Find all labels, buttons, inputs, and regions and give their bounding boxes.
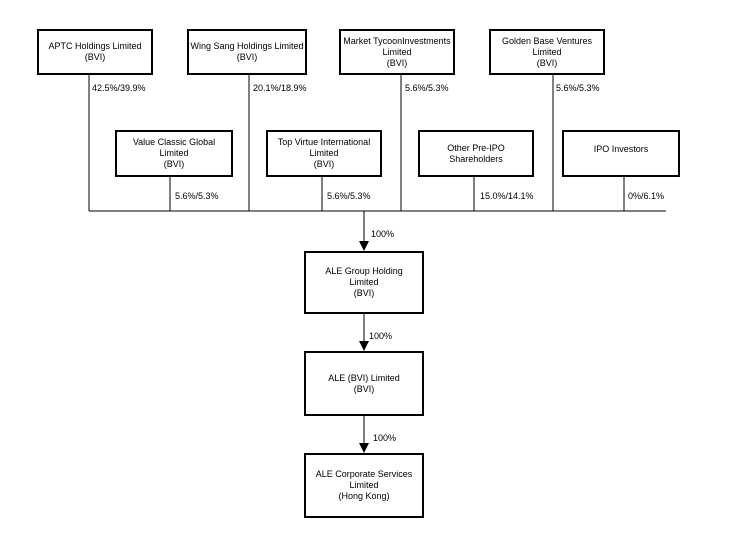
shareholder-box-wing-sang: Wing Sang Holdings Limited (BVI) <box>187 29 307 75</box>
stake-label: 100% <box>373 433 397 443</box>
stake-label: 5.6%/5.3% <box>556 83 600 93</box>
shareholder-name: Value Classic Global Limited (BVI) <box>132 137 216 169</box>
stake-label: 42.5%/39.9% <box>92 83 146 93</box>
stake-label: 100% <box>369 331 393 341</box>
company-name: ALE Group Holding Limited (BVI) <box>325 266 403 298</box>
stake-label: 100% <box>371 229 395 239</box>
company-box-ale-corporate-services: ALE Corporate Services Limited (Hong Kon… <box>304 453 424 518</box>
shareholder-box-aptc: APTC Holdings Limited (BVI) <box>37 29 153 75</box>
stake-label: 5.6%/5.3% <box>327 191 371 201</box>
stake-label: 20.1%/18.9% <box>253 83 307 93</box>
shareholder-name: Golden Base Ventures Limited (BVI) <box>501 35 593 68</box>
company-name: ALE Corporate Services Limited (Hong Kon… <box>315 469 413 501</box>
shareholder-name: Wing Sang Holdings Limited (BVI) <box>190 41 304 62</box>
company-box-ale-group-holding: ALE Group Holding Limited (BVI) <box>304 251 424 314</box>
shareholder-name: Other Pre-IPO Shareholders <box>447 142 505 164</box>
shareholder-box-market-tycoon: Market TycoonInvestments Limited (BVI) <box>339 29 455 75</box>
stake-label: 5.6%/5.3% <box>175 191 219 201</box>
stake-label: 0%/6.1% <box>628 191 665 201</box>
shareholder-box-value-classic: Value Classic Global Limited (BVI) <box>115 130 233 177</box>
shareholder-box-other-pre-ipo: Other Pre-IPO Shareholders <box>418 130 534 177</box>
shareholder-name: IPO Investors <box>593 144 649 154</box>
shareholder-name: Market TycoonInvestments Limited (BVI) <box>343 35 451 68</box>
shareholder-box-ipo-investors: IPO Investors <box>562 130 680 177</box>
stake-label: 15.0%/14.1% <box>480 191 534 201</box>
stake-label: 5.6%/5.3% <box>405 83 449 93</box>
shareholder-box-top-virtue: Top Virtue International Limited (BVI) <box>266 130 382 177</box>
company-name: ALE (BVI) Limited (BVI) <box>328 372 400 394</box>
shareholder-box-golden-base: Golden Base Ventures Limited (BVI) <box>489 29 605 75</box>
shareholder-name: Top Virtue International Limited (BVI) <box>277 137 371 169</box>
company-box-ale-bvi: ALE (BVI) Limited (BVI) <box>304 351 424 416</box>
shareholder-name: APTC Holdings Limited (BVI) <box>48 41 142 62</box>
